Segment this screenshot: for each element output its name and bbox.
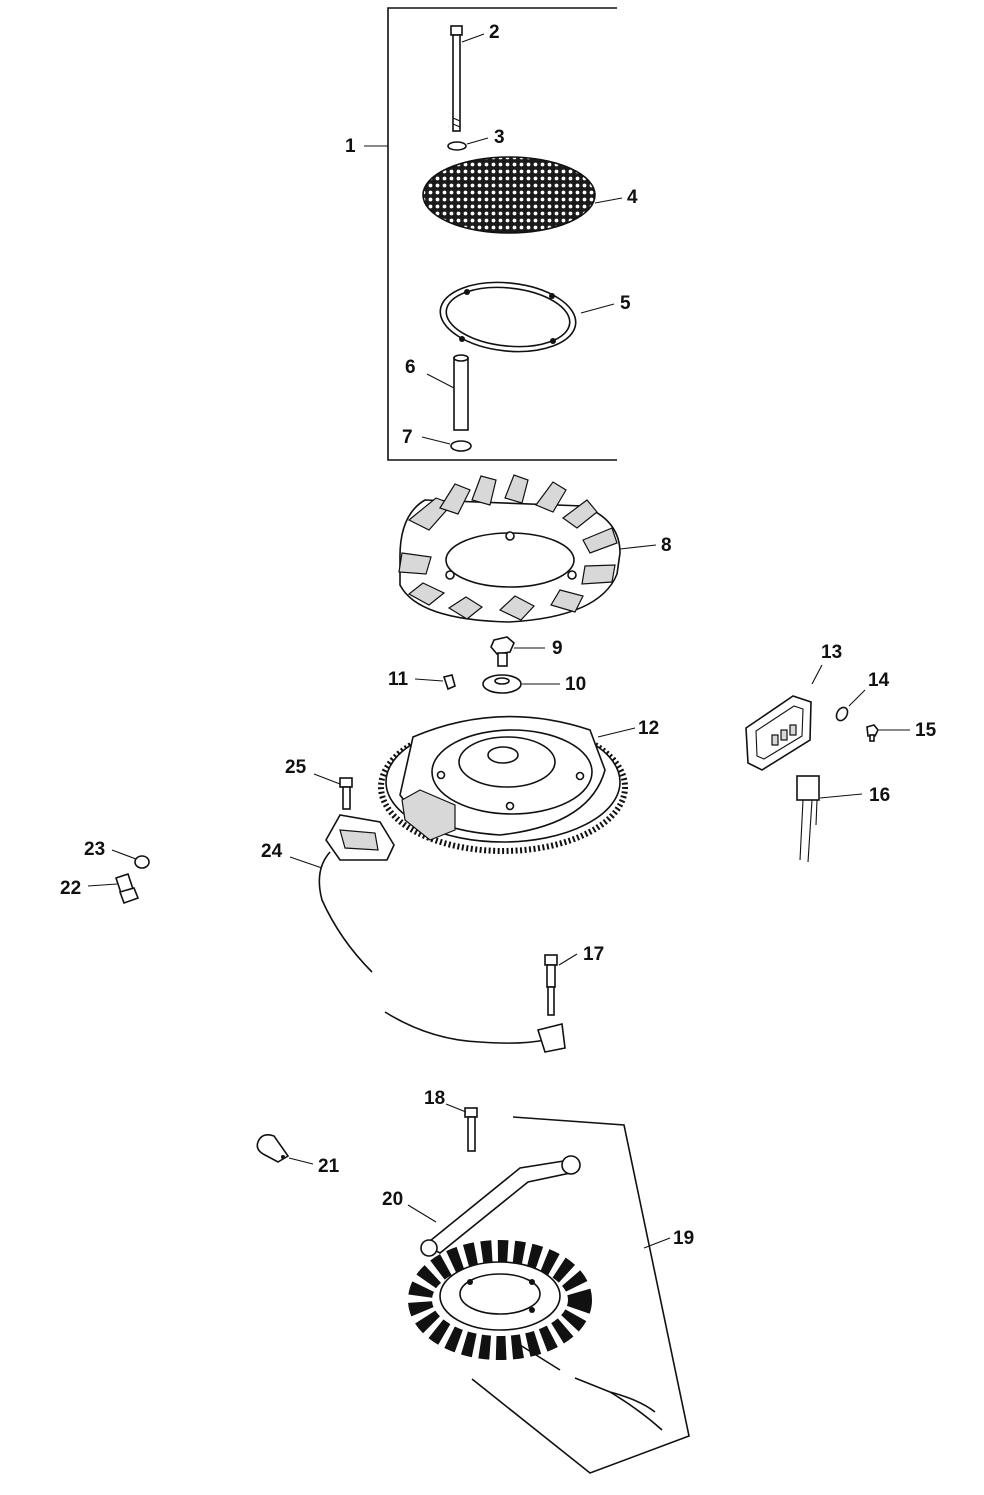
callout-17: 17 [583,944,604,965]
callout-25: 25 [285,757,307,778]
leader-24 [289,856,323,869]
callout-24: 24 [261,841,283,862]
gasket-ring-part [439,281,577,353]
callout-22: 22 [60,878,81,899]
callout-21: 21 [318,1156,340,1177]
leader-2 [461,33,485,43]
leader-13 [811,664,823,685]
leader-14 [848,689,866,707]
leader-20 [407,1204,437,1223]
washer-part [447,141,467,151]
flywheel-part [378,715,628,854]
leader-6 [426,373,455,389]
callout-19: 19 [673,1228,694,1249]
small-screw-part [866,724,879,742]
long-bolt-part [450,25,463,132]
callout-18: 18 [424,1088,445,1109]
clip-part [256,1134,290,1163]
callout-9: 9 [552,638,563,659]
leader-22 [87,883,118,887]
connector-part [796,775,820,863]
washer-lower-part [450,440,472,452]
callout-3: 3 [494,127,505,148]
leader-8 [619,544,657,550]
stator-group-outline [471,1116,690,1474]
callout-2: 2 [489,22,500,43]
leader-18 [445,1103,467,1113]
fan-part [398,474,621,623]
screw-part [490,636,515,667]
callout-23: 23 [84,839,105,860]
callout-20: 20 [382,1189,403,1210]
callout-14: 14 [868,670,890,691]
leader-11 [414,678,444,682]
ignition-module-part [318,814,566,1053]
leader-3 [466,137,489,145]
leader-5 [580,303,615,314]
callout-10: 10 [565,674,586,695]
callout-16: 16 [869,785,890,806]
small-washer-part [835,706,849,722]
clamp-part [114,872,140,905]
group-bracket [387,7,617,461]
ground-strap-part [420,1155,581,1257]
thick-washer-part [482,674,522,694]
callout-11: 11 [388,669,409,690]
key-part [442,674,456,691]
bolt-25-part [339,777,353,810]
callout-7: 7 [402,427,413,448]
leader-25 [313,773,341,785]
leader-7 [421,436,451,445]
leader-12 [597,727,636,738]
leader-17 [558,953,578,966]
leader-4 [594,197,623,204]
leader-21 [288,1157,314,1165]
callout-6: 6 [405,357,416,378]
spark-plug-part [544,954,558,1016]
callout-5: 5 [620,293,631,314]
callout-4: 4 [627,187,638,208]
screen-part [422,156,596,234]
spacer-part [453,354,469,431]
leader-23 [111,849,137,860]
callout-13: 13 [821,642,842,663]
callout-15: 15 [915,720,937,741]
leader-19 [643,1237,671,1249]
bolt-18-part [464,1107,478,1152]
callout-8: 8 [661,535,672,556]
leader-16 [819,793,863,799]
nut-part [134,855,150,869]
callout-1: 1 [345,136,356,157]
stator-part [408,1240,663,1431]
callout-12: 12 [638,718,659,739]
rectifier-part [745,695,812,771]
